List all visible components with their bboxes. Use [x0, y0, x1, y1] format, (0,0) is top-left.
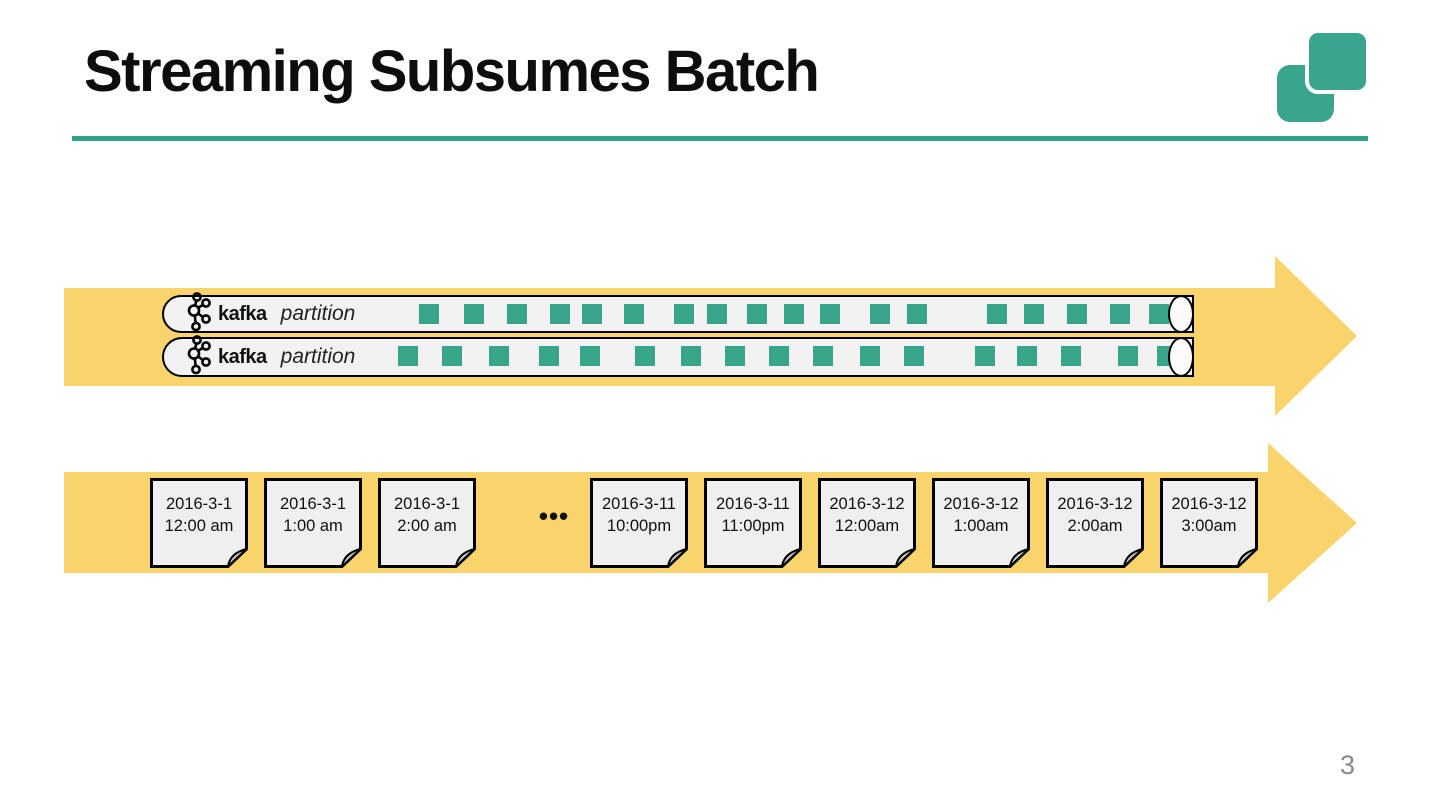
- kafka-message-square: [635, 346, 655, 366]
- kafka-message-square: [582, 304, 602, 324]
- brand-logo-square-front: [1305, 29, 1370, 94]
- file-label: 2016-3-12 3:00am: [1160, 478, 1258, 554]
- page-number: 3: [1340, 750, 1356, 780]
- kafka-message-square: [1110, 304, 1130, 324]
- file-icon: [150, 478, 248, 568]
- kafka-message-square: [539, 346, 559, 366]
- file-label: 2016-3-1 2:00 am: [378, 478, 476, 554]
- kafka-message-square: [1017, 346, 1037, 366]
- kafka-message-square: [870, 304, 890, 324]
- file-label: 2016-3-11 10:00pm: [590, 478, 688, 554]
- file-date: 2016-3-1: [393, 495, 461, 514]
- file-time: 10:00pm: [606, 517, 672, 535]
- kafka-message-square: [489, 346, 509, 366]
- partition-label: partition: [280, 345, 356, 368]
- file-icon: [932, 478, 1030, 568]
- file-label: 2016-3-11 11:00pm: [704, 478, 802, 554]
- file-date: 2016-3-11: [601, 495, 676, 514]
- kafka-message-square: [398, 346, 418, 366]
- pipe-end-cap: [1168, 337, 1194, 377]
- streaming-arrow: kafka partition: [64, 256, 1357, 416]
- kafka-message-square: [725, 346, 745, 366]
- kafka-message-square: [442, 346, 462, 366]
- kafka-message-square: [1061, 346, 1081, 366]
- batch-file: 2016-3-12 2:00am: [1046, 478, 1144, 568]
- file-label: 2016-3-12 12:00am: [818, 478, 916, 554]
- kafka-message-square: [1024, 304, 1044, 324]
- kafka-message-square: [860, 346, 880, 366]
- file-time: 1:00am: [953, 517, 1009, 535]
- pipe-end-cap: [1168, 295, 1194, 333]
- kafka-message-square: [674, 304, 694, 324]
- ellipsis-dots: •••: [538, 501, 570, 531]
- file-time: 2:00am: [1067, 517, 1123, 535]
- file-date: 2016-3-11: [715, 495, 790, 514]
- batch-file: 2016-3-12 1:00am: [932, 478, 1030, 568]
- kafka-icon: [184, 291, 211, 337]
- kafka-partition-pipe-2: kafka partition: [162, 334, 1194, 380]
- kafka-message-square: [975, 346, 995, 366]
- kafka-message-square: [747, 304, 767, 324]
- batch-file: 2016-3-1 12:00 am: [150, 478, 248, 568]
- kafka-message-square: [907, 304, 927, 324]
- kafka-message-square: [624, 304, 644, 324]
- kafka-message-square: [1149, 304, 1169, 324]
- file-icon: [264, 478, 362, 568]
- file-date: 2016-3-1: [279, 495, 347, 514]
- file-time: 12:00am: [834, 517, 900, 535]
- message-squares-layer: [164, 297, 1192, 331]
- batch-file: 2016-3-1 1:00 am: [264, 478, 362, 568]
- kafka-message-square: [769, 346, 789, 366]
- file-time: 12:00 am: [164, 517, 234, 535]
- file-icon: [818, 478, 916, 568]
- kafka-message-square: [464, 304, 484, 324]
- file-icon: [590, 478, 688, 568]
- file-icon: [1046, 478, 1144, 568]
- kafka-wordmark: kafka: [218, 345, 267, 368]
- kafka-icon: [184, 334, 211, 380]
- batch-file: 2016-3-11 10:00pm: [590, 478, 688, 568]
- file-time: 2:00 am: [397, 517, 457, 535]
- file-time: 3:00am: [1181, 517, 1237, 535]
- kafka-message-square: [813, 346, 833, 366]
- file-date: 2016-3-1: [165, 495, 233, 514]
- file-time: 1:00 am: [283, 517, 343, 535]
- kafka-message-square: [681, 346, 701, 366]
- kafka-message-square: [987, 304, 1007, 324]
- message-squares-layer: [164, 339, 1192, 375]
- kafka-message-square: [820, 304, 840, 324]
- kafka-message-square: [1118, 346, 1138, 366]
- page-title: Streaming Subsumes Batch: [84, 39, 820, 104]
- batch-file: 2016-3-12 3:00am: [1160, 478, 1258, 568]
- file-label: 2016-3-1 1:00 am: [264, 478, 362, 554]
- file-icon: [704, 478, 802, 568]
- kafka-message-square: [507, 304, 527, 324]
- partition-label: partition: [280, 302, 356, 325]
- kafka-partition-pipe-1: kafka partition: [162, 291, 1194, 333]
- file-label: 2016-3-12 1:00am: [932, 478, 1030, 554]
- file-date: 2016-3-12: [1057, 495, 1133, 514]
- batch-file: 2016-3-12 12:00am: [818, 478, 916, 568]
- kafka-wordmark: kafka: [218, 302, 267, 325]
- kafka-message-square: [550, 304, 570, 324]
- file-date: 2016-3-12: [829, 495, 905, 514]
- kafka-message-square: [1067, 304, 1087, 324]
- kafka-message-square: [707, 304, 727, 324]
- batch-file: 2016-3-11 11:00pm: [704, 478, 802, 568]
- file-icon: [378, 478, 476, 568]
- file-label: 2016-3-12 2:00am: [1046, 478, 1144, 554]
- kafka-message-square: [904, 346, 924, 366]
- file-label: 2016-3-1 12:00 am: [150, 478, 248, 554]
- batch-file: 2016-3-1 2:00 am: [378, 478, 476, 568]
- kafka-message-square: [784, 304, 804, 324]
- file-icon: [1160, 478, 1258, 568]
- file-time: 11:00pm: [721, 517, 785, 535]
- file-date: 2016-3-12: [1171, 495, 1247, 514]
- kafka-message-square: [419, 304, 439, 324]
- kafka-message-square: [580, 346, 600, 366]
- file-date: 2016-3-12: [943, 495, 1019, 514]
- title-underline: [72, 136, 1368, 141]
